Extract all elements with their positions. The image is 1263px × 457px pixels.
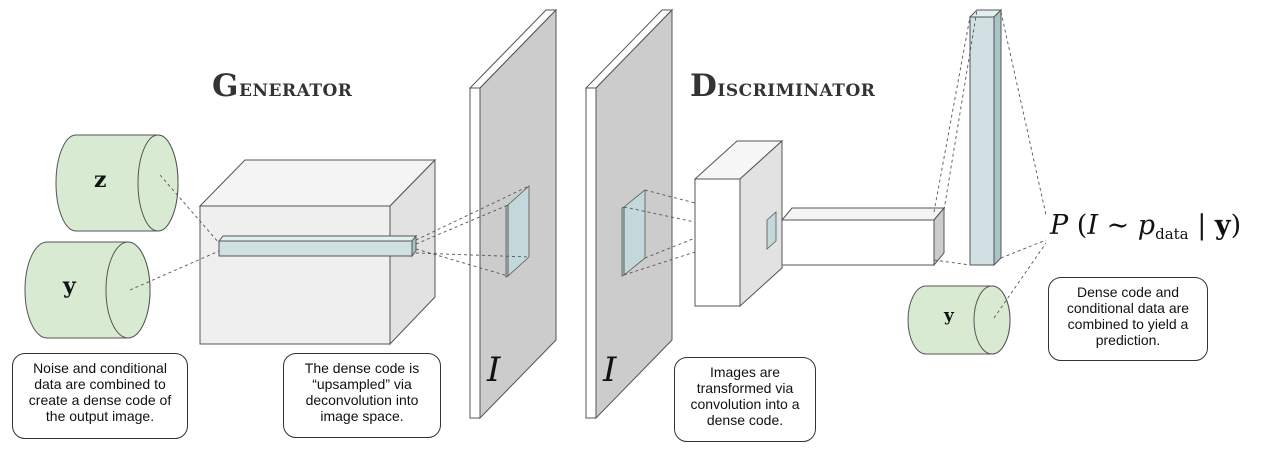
caption-line: deconvolution into xyxy=(305,392,419,408)
generator-heading-initial: G xyxy=(212,68,239,104)
caption-line: the output image. xyxy=(45,408,155,424)
formula-sim: ∼ xyxy=(1106,210,1130,241)
formula-var: I xyxy=(1087,210,1098,241)
formula-open: ( xyxy=(1076,210,1088,241)
input-links xyxy=(129,174,220,291)
discriminator-code-box xyxy=(780,206,946,267)
generated-image-label: I xyxy=(487,350,501,390)
discriminator-patch xyxy=(766,211,777,250)
caption-line: data are combined to xyxy=(34,376,166,392)
input-patch xyxy=(621,189,646,277)
caption-line: create a dense code of xyxy=(28,392,172,408)
discriminator-heading: Discriminator xyxy=(690,68,875,104)
upsample-links xyxy=(415,185,530,277)
caption-line: prediction. xyxy=(1095,332,1161,348)
discriminator-cube xyxy=(693,139,784,308)
generator-heading: Generator xyxy=(212,68,352,104)
condition-cylinder xyxy=(24,241,151,339)
convolution-caption: Images are transformed via convolution i… xyxy=(674,357,816,442)
formula-prefix: P xyxy=(1050,210,1069,241)
caption-line: Noise and conditional xyxy=(33,360,167,376)
formula-cond: y xyxy=(1214,210,1231,241)
formula-close: ) xyxy=(1230,210,1242,241)
condition-label: y xyxy=(63,273,76,299)
upsample-caption: The dense code is “upsampled” via deconv… xyxy=(283,353,441,438)
generator-code-bar xyxy=(217,234,418,258)
dense-vector xyxy=(968,8,1003,267)
noise-label: z xyxy=(94,167,107,193)
formula-bar: | xyxy=(1197,210,1207,241)
dense-links xyxy=(933,9,978,266)
generated-patch xyxy=(505,185,530,278)
output-formula: P (I ∼ pdata | y) xyxy=(1050,210,1241,243)
noise-cylinder xyxy=(55,134,179,232)
caption-line: “upsampled” via xyxy=(312,376,412,392)
prediction-links xyxy=(993,11,1047,319)
caption-line: image space. xyxy=(320,408,404,424)
discriminator-condition-cylinder xyxy=(907,285,1011,355)
caption-line: transformed via xyxy=(696,380,794,396)
generator-cube xyxy=(198,158,437,346)
caption-line: conditional data are xyxy=(1066,300,1190,316)
formula-sub: data xyxy=(1155,225,1189,243)
formula-p: p xyxy=(1137,210,1156,241)
discriminator-heading-initial: D xyxy=(690,68,718,104)
caption-line: Dense code and xyxy=(1077,284,1179,300)
caption-line: Images are xyxy=(709,364,781,380)
discriminator-heading-rest: iscriminator xyxy=(717,73,876,102)
caption-line: combined to yield a xyxy=(1067,316,1189,332)
caption-line: The dense code is xyxy=(304,360,420,376)
discriminator-condition-label: y xyxy=(944,306,954,326)
prediction-caption: Dense code and conditional data are comb… xyxy=(1048,277,1208,361)
convolution-links xyxy=(623,189,696,276)
caption-line: convolution into a xyxy=(690,396,800,412)
input-image-label: I xyxy=(603,350,617,390)
generator-heading-rest: enerator xyxy=(238,73,353,102)
noise-caption: Noise and conditional data are combined … xyxy=(12,353,188,439)
caption-line: dense code. xyxy=(706,412,784,428)
